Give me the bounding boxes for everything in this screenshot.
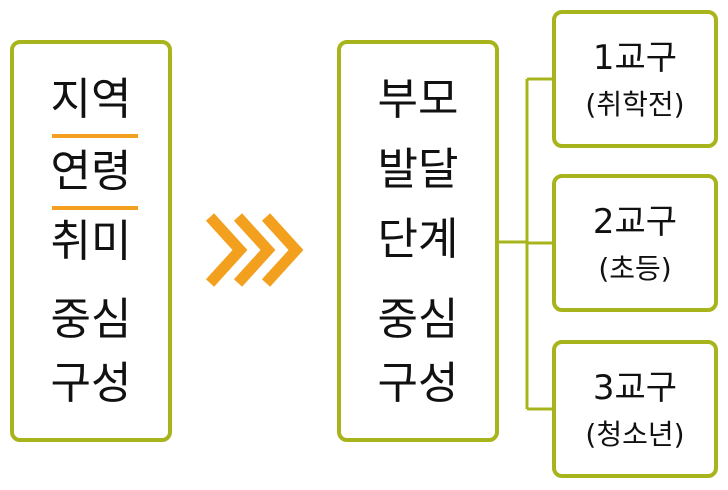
left-divider-2 xyxy=(52,206,138,210)
group-caption-1: (취학전) xyxy=(585,88,685,121)
left-line-region: 지역 xyxy=(50,74,132,125)
group-box-2: 2교구 (초등) xyxy=(552,174,718,312)
connector-trunk xyxy=(499,77,552,411)
group-title-3: 3교구 xyxy=(592,368,678,408)
left-divider-1 xyxy=(52,134,138,138)
left-category-box: 지역 연령 취미 중심 구성 xyxy=(10,40,172,442)
middle-line-development: 발달 xyxy=(377,144,459,195)
group-box-3: 3교구 (청소년) xyxy=(552,340,718,478)
left-line-center: 중심 xyxy=(50,294,132,345)
left-line-hobby: 취미 xyxy=(50,216,132,267)
middle-line-stage: 단계 xyxy=(377,214,459,265)
group-caption-2: (초등) xyxy=(598,252,672,285)
middle-line-center: 중심 xyxy=(377,294,459,345)
group-box-1: 1교구 (취학전) xyxy=(552,10,718,148)
group-title-2: 2교구 xyxy=(592,202,678,242)
middle-line-composition: 구성 xyxy=(377,358,459,409)
chevron-1 xyxy=(205,213,248,287)
group-title-1: 1교구 xyxy=(592,38,678,78)
chevron-3 xyxy=(261,213,304,287)
middle-category-box: 부모 발달 단계 중심 구성 xyxy=(337,40,499,442)
left-line-age: 연령 xyxy=(50,146,132,197)
middle-line-parent: 부모 xyxy=(377,74,459,125)
group-caption-3: (청소년) xyxy=(585,418,685,451)
chevron-2 xyxy=(233,213,276,287)
triple-chevron-right-icon xyxy=(200,205,310,295)
left-line-composition: 구성 xyxy=(50,358,132,409)
